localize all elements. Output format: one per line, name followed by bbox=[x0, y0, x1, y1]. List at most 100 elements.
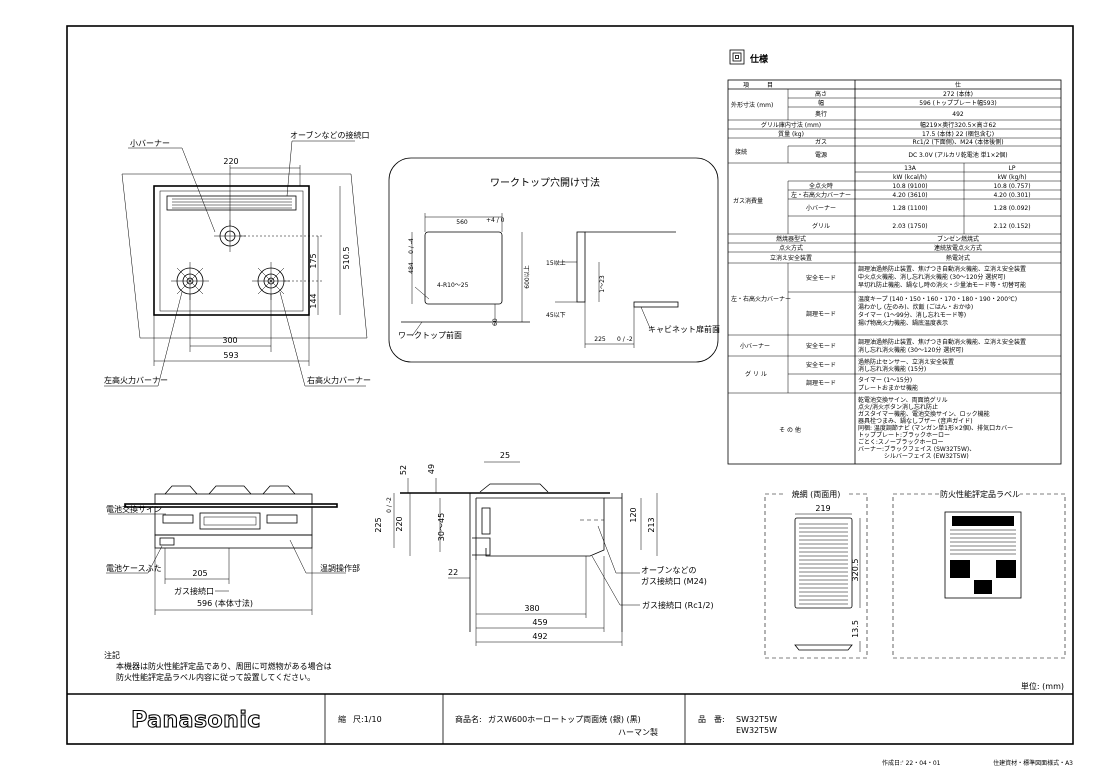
footer-form: 住建資材・標準図面様式・A3 bbox=[993, 759, 1073, 767]
top-view: 220 510.5 175 144 300 593 小バーナー オーブンなどの接… bbox=[104, 130, 371, 387]
svg-text:安全モード: 安全モード bbox=[806, 274, 836, 282]
svg-text:600以上: 600以上 bbox=[523, 265, 531, 288]
svg-text:1.28 (1100): 1.28 (1100) bbox=[892, 205, 927, 212]
svg-text:燃焼器型式: 燃焼器型式 bbox=[776, 235, 806, 243]
side-view: 52 49 25 225 0 / -2 220 30～45 22 120 213… bbox=[374, 451, 714, 646]
svg-text:タイマー (1～99分、消し忘れモード等): タイマー (1～99分、消し忘れモード等) bbox=[858, 311, 966, 319]
svg-text:SW32T5W: SW32T5W bbox=[736, 715, 777, 724]
svg-text:10.8 (9100): 10.8 (9100) bbox=[892, 183, 927, 190]
svg-text:60: 60 bbox=[492, 318, 499, 326]
svg-text:ブンゼン燃焼式: ブンゼン燃焼式 bbox=[937, 235, 979, 243]
svg-text:湯わかし (左のみ)、炊飯 (ごはん・おかゆ): 湯わかし (左のみ)、炊飯 (ごはん・おかゆ) bbox=[858, 303, 973, 311]
svg-text:596 (本体寸法): 596 (本体寸法) bbox=[197, 598, 253, 608]
svg-text:144: 144 bbox=[309, 293, 318, 308]
svg-text:30～45: 30～45 bbox=[437, 513, 446, 541]
svg-text:1～23: 1～23 bbox=[599, 275, 606, 293]
grill-door bbox=[199, 512, 261, 530]
svg-text:272 (本体): 272 (本体) bbox=[943, 90, 973, 98]
svg-text:早切れ防止機能、鍋なし時の消火・少量油モード等・切替可能: 早切れ防止機能、鍋なし時の消火・少量油モード等・切替可能 bbox=[858, 281, 1026, 289]
grill-net-mesh bbox=[794, 517, 853, 609]
svg-text:560: 560 bbox=[456, 219, 468, 226]
svg-text:219: 219 bbox=[815, 504, 830, 513]
svg-text:接続: 接続 bbox=[735, 148, 747, 156]
sheet-border bbox=[66, 25, 1074, 745]
svg-text:225: 225 bbox=[594, 336, 606, 343]
svg-text:調理モード: 調理モード bbox=[806, 310, 836, 318]
svg-text:消し忘れ消火機能 (15分): 消し忘れ消火機能 (15分) bbox=[858, 365, 926, 373]
svg-text:175: 175 bbox=[309, 253, 318, 268]
svg-text:点火方式: 点火方式 bbox=[779, 244, 803, 252]
svg-text:バーナー:ブラックフェイス (SW32T5W)、: バーナー:ブラックフェイス (SW32T5W)、 bbox=[858, 445, 975, 453]
svg-text:立消え安全装置: 立消え安全装置 bbox=[770, 254, 812, 262]
svg-text:492: 492 bbox=[532, 632, 547, 641]
lr-safety-lines: 調理油過熱防止装置、焦げつき自動消火機能、立消え安全装置 中火点火機能、消し忘れ… bbox=[858, 265, 1026, 289]
svg-text:同梱: 温度調節ナビ (マンガン単1形×2個)、排気口カバー: 同梱: 温度調節ナビ (マンガン単1形×2個)、排気口カバー bbox=[858, 424, 1013, 432]
svg-text:ワークトップ前面: ワークトップ前面 bbox=[398, 330, 462, 340]
svg-text:高さ: 高さ bbox=[815, 90, 827, 98]
svg-text:温調操作部: 温調操作部 bbox=[320, 563, 360, 573]
svg-text:グ リ ル: グ リ ル bbox=[745, 370, 767, 378]
svg-text:459: 459 bbox=[532, 618, 547, 627]
svg-text:注記: 注記 bbox=[104, 650, 120, 660]
svg-text:ガス接続口 (M24): ガス接続口 (M24) bbox=[641, 576, 707, 586]
svg-text:300: 300 bbox=[222, 336, 237, 345]
svg-text:213: 213 bbox=[647, 517, 656, 532]
svg-text:左・右高火力バーナー: 左・右高火力バーナー bbox=[731, 295, 791, 303]
svg-text:510.5: 510.5 bbox=[342, 247, 351, 270]
svg-text:13A: 13A bbox=[904, 165, 917, 172]
svg-text:ワークトップ穴開け寸法: ワークトップ穴開け寸法 bbox=[490, 176, 600, 189]
svg-text:奥行: 奥行 bbox=[815, 110, 827, 118]
svg-text:220: 220 bbox=[223, 157, 238, 166]
svg-text:トッププレート:ブラックホーロー: トッププレート:ブラックホーロー bbox=[858, 431, 950, 439]
svg-text:320.5: 320.5 bbox=[851, 559, 860, 582]
svg-text:120: 120 bbox=[629, 507, 638, 522]
svg-text:プレートおまかせ機能: プレートおまかせ機能 bbox=[858, 384, 918, 392]
svg-text:オーブンなどの接続口: オーブンなどの接続口 bbox=[290, 130, 370, 140]
svg-text:ガス消費量: ガス消費量 bbox=[733, 197, 763, 205]
fire-label-plate bbox=[944, 511, 1022, 599]
svg-text:商品名:: 商品名: bbox=[455, 714, 482, 724]
svg-text:調理油過熱防止装置、焦げつき自動消火機能、立消え安全装置: 調理油過熱防止装置、焦げつき自動消火機能、立消え安全装置 bbox=[858, 338, 1026, 346]
svg-text:電池交換サイン: 電池交換サイン bbox=[106, 504, 162, 514]
svg-text:52: 52 bbox=[399, 465, 408, 475]
svg-text:EW32T5W: EW32T5W bbox=[736, 726, 777, 735]
svg-text:シルバーフェイス (EW32T5W): シルバーフェイス (EW32T5W) bbox=[858, 453, 969, 460]
svg-text:項 目: 項 目 bbox=[743, 82, 773, 89]
spec-table: 仕様 項 目 仕 外形寸法 (mm) 高さ bbox=[727, 49, 1062, 465]
svg-text:ガス接続口 (Rc1/2): ガス接続口 (Rc1/2) bbox=[642, 600, 714, 610]
svg-text:本機器は防火性能評定品であり、周囲に可燃物がある場合は: 本機器は防火性能評定品であり、周囲に可燃物がある場合は bbox=[116, 661, 332, 671]
svg-text:安全モード: 安全モード bbox=[806, 342, 836, 350]
svg-text:220: 220 bbox=[395, 516, 404, 531]
svg-text:596 (トッププレート幅593): 596 (トッププレート幅593) bbox=[919, 99, 997, 107]
svg-text:2.03 (1750): 2.03 (1750) bbox=[892, 223, 927, 230]
svg-text:防火性能評定品ラベル: 防火性能評定品ラベル bbox=[940, 489, 1020, 499]
svg-text:ハーマン製: ハーマン製 bbox=[618, 727, 658, 737]
svg-text:ガス接続口: ガス接続口 bbox=[174, 586, 214, 596]
svg-text:+4 / 0: +4 / 0 bbox=[486, 217, 505, 224]
svg-text:17.5 (本体) 22 (梱包含む): 17.5 (本体) 22 (梱包含む) bbox=[922, 130, 994, 138]
svg-text:中火点火機能、消し忘れ消火機能 (30～120分 選択可): 中火点火機能、消し忘れ消火機能 (30～120分 選択可) bbox=[858, 273, 1006, 281]
svg-text:1.28 (0.092): 1.28 (0.092) bbox=[993, 205, 1030, 212]
svg-text:22: 22 bbox=[448, 568, 458, 577]
svg-text:過熱防止センサー、立消え安全装置: 過熱防止センサー、立消え安全装置 bbox=[858, 358, 954, 366]
svg-text:4-R10～25: 4-R10～25 bbox=[437, 282, 469, 289]
svg-text:kW (kg/h): kW (kg/h) bbox=[997, 174, 1026, 181]
svg-text:0 / -4: 0 / -4 bbox=[408, 238, 415, 254]
svg-text:小バーナー: 小バーナー bbox=[740, 342, 770, 350]
svg-text:消し忘れ消火機能 (30～120分 選択可): 消し忘れ消火機能 (30～120分 選択可) bbox=[858, 346, 964, 354]
left-knob-panel bbox=[162, 514, 194, 524]
svg-text:外形寸法 (mm): 外形寸法 (mm) bbox=[731, 101, 773, 109]
grill-net: 焼網 (両面用) 219 320.5 13.5 bbox=[764, 489, 868, 659]
svg-text:グリル庫内寸法 (mm): グリル庫内寸法 (mm) bbox=[761, 121, 821, 129]
svg-text:電池ケースふた: 電池ケースふた bbox=[106, 563, 162, 573]
svg-text:仕: 仕 bbox=[955, 81, 961, 89]
svg-text:防火性能評定品ラベル内容に従って設置してください。: 防火性能評定品ラベル内容に従って設置してください。 bbox=[116, 672, 315, 682]
spec-title: 仕様 bbox=[749, 53, 769, 65]
svg-text:器具栓つまみ、鍋なしブザー (音声ガイド): 器具栓つまみ、鍋なしブザー (音声ガイド) bbox=[858, 417, 973, 425]
svg-text:揚げ物高火力機能、鍋底温度表示: 揚げ物高火力機能、鍋底温度表示 bbox=[858, 319, 948, 327]
footer-date: 作成日:' 22・04・01 bbox=[882, 759, 941, 767]
svg-text:全点火時: 全点火時 bbox=[809, 182, 833, 190]
svg-text:kW (kcal/h): kW (kcal/h) bbox=[893, 174, 927, 181]
svg-text:ガスW600ホーロートップ両面焼 (銀) (黒): ガスW600ホーロートップ両面焼 (銀) (黒) bbox=[488, 714, 641, 724]
svg-text:調理モード: 調理モード bbox=[806, 379, 836, 387]
